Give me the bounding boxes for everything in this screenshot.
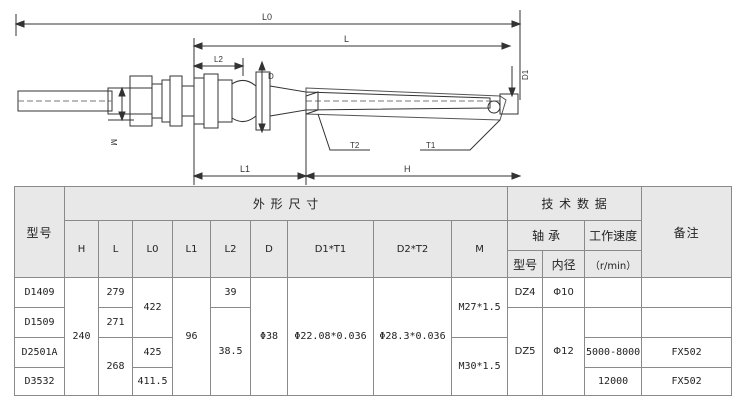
col-m-header: M xyxy=(450,220,509,278)
cell-l2: 39 xyxy=(210,277,251,308)
col-l0-header: L0 xyxy=(132,220,173,278)
spindle-body xyxy=(17,71,519,131)
dim-l2-label: L2 xyxy=(214,55,223,64)
cell-bearing-model: DZ4 xyxy=(507,277,544,308)
cell-m: M27*1.5 xyxy=(450,277,509,338)
cell-d: Φ38 xyxy=(250,277,288,396)
cell-remark: FX502 xyxy=(641,337,733,368)
taper-leaders: T2 T1 xyxy=(317,113,501,151)
spindle-drawing: L0 L L2 D xyxy=(14,10,530,185)
cell-h: 240 xyxy=(64,277,99,396)
spec-table: 型号 外 形 尺 寸 技 术 数 据 备注 H L L0 L1 L2 D D1*… xyxy=(14,186,733,396)
cell-l0: 411.5 xyxy=(132,367,173,396)
tech-group-header: 技 术 数 据 xyxy=(507,186,643,221)
dim-l0: L0 xyxy=(14,10,522,100)
table-row: D2501A 268 425 M30*1.5 5000-8000 FX502 xyxy=(14,337,733,396)
cell-l2: 38.5 xyxy=(210,307,251,396)
dims-group-header: 外 形 尺 寸 xyxy=(63,186,509,221)
taper-t2-label: T2 xyxy=(350,141,360,150)
work-speed-header: 工作速度 xyxy=(584,220,643,251)
table-row: D3532 411.5 12000 FX502 xyxy=(14,367,733,396)
dim-l1-label: L1 xyxy=(240,164,250,174)
dim-d: D xyxy=(258,60,274,134)
cell-speed: 5000-8000 xyxy=(584,337,643,368)
col-d-header: D xyxy=(250,220,288,278)
dim-m-label: M xyxy=(109,139,118,146)
row-model: D1409 xyxy=(14,277,65,308)
cell-remark: FX502 xyxy=(641,367,733,396)
table-row: D1509 271 38.5 DZ5 Φ12 xyxy=(14,307,733,396)
cell-bearing-inner: Φ12 xyxy=(542,307,586,396)
bearing-inner-header: 内径 xyxy=(542,250,586,278)
col-l1-header: L1 xyxy=(172,220,211,278)
model-header: 型号 xyxy=(14,186,65,278)
bearing-header: 轴 承 xyxy=(507,220,586,251)
dim-d-label: D xyxy=(268,72,274,81)
cell-d2t2: Φ28.3*0.036 xyxy=(373,277,452,396)
cell-l0: 422 xyxy=(132,277,173,338)
cell-l1: 96 xyxy=(172,277,211,396)
dim-l-label: L xyxy=(344,34,349,44)
table-row: D1409 240 279 422 96 39 Φ38 Φ22.08*0.036… xyxy=(14,277,733,396)
cell-l: 279 xyxy=(98,277,133,308)
row-model: D3532 xyxy=(14,367,65,396)
cell-remark xyxy=(641,307,733,338)
dim-l1: L1 xyxy=(192,164,308,180)
cell-bearing-inner: Φ10 xyxy=(542,277,586,308)
speed-unit-header: （r/min） xyxy=(584,250,643,278)
cell-m: M30*1.5 xyxy=(450,337,509,396)
remark-header: 备注 xyxy=(641,186,733,278)
cell-l0: 425 xyxy=(132,337,173,368)
taper-t1-label: T1 xyxy=(426,141,436,150)
cell-l: 268 xyxy=(98,337,133,396)
dim-h-label: H xyxy=(404,164,411,174)
cell-bearing-model: DZ5 xyxy=(507,307,544,396)
col-d1t1-header: D1*T1 xyxy=(287,220,374,278)
cell-l: 271 xyxy=(98,307,133,338)
row-model: D1509 xyxy=(14,307,65,338)
cell-speed: 12000 xyxy=(584,367,643,396)
col-l2-header: L2 xyxy=(210,220,251,278)
row-model: D2501A xyxy=(14,337,65,368)
dim-l2: L2 xyxy=(192,55,245,76)
col-d2t2-header: D2*T2 xyxy=(373,220,452,278)
cell-speed xyxy=(584,307,643,338)
cell-d1t1: Φ22.08*0.036 xyxy=(287,277,374,396)
cell-remark xyxy=(641,277,733,308)
col-l-header: L xyxy=(98,220,133,278)
dim-l0-label: L0 xyxy=(262,12,272,22)
col-h-header: H xyxy=(64,220,99,278)
dim-d1: D1 xyxy=(508,66,530,98)
cell-speed xyxy=(584,277,643,308)
bearing-model-header: 型号 xyxy=(507,250,544,278)
dim-d1-label: D1 xyxy=(521,69,530,80)
